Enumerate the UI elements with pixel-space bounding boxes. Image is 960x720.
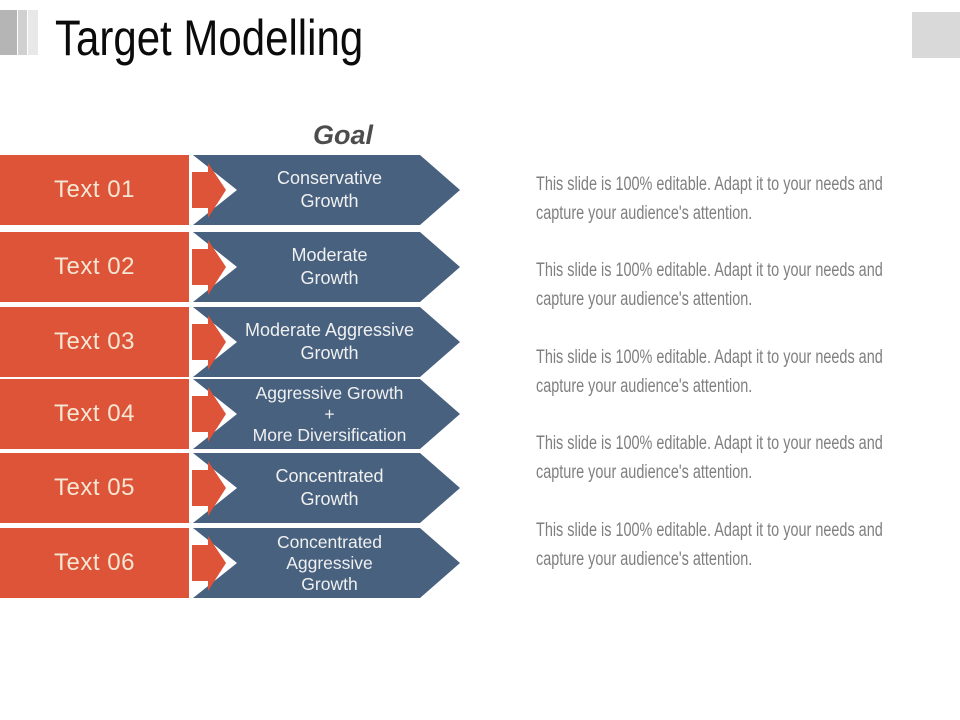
editable-note-5: This slide is 100% editable. Adapt it to…	[536, 517, 883, 574]
note-text-line: This slide is 100% editable. Adapt it to…	[536, 520, 883, 541]
process-row-4: Text 04 Aggressive Growth + More Diversi…	[0, 379, 465, 449]
editable-note-2: This slide is 100% editable. Adapt it to…	[536, 257, 883, 314]
note-text-line: This slide is 100% editable. Adapt it to…	[536, 260, 883, 281]
page-title: Target Modelling	[55, 10, 364, 66]
goal-text-line: Growth	[300, 268, 359, 288]
editable-note-4: This slide is 100% editable. Adapt it to…	[536, 430, 883, 487]
goal-arrow-shape: Conservative Growth	[193, 155, 460, 225]
process-row-1: Text 01 Conservative Growth	[0, 155, 465, 225]
goal-arrow-shape: Aggressive Growth + More Diversification	[193, 379, 460, 449]
goal-text-line: Concentrated	[275, 466, 384, 486]
goal-arrow-shape: Moderate Growth	[193, 232, 460, 302]
note-text-line: capture your audience's attention.	[536, 548, 753, 570]
goal-column-heading: Goal	[312, 120, 373, 150]
goal-text-line: More Diversification	[252, 424, 407, 445]
header-accent-bar-3	[28, 10, 38, 55]
goal-arrow-shape: Moderate Aggressive Growth	[193, 307, 460, 377]
row-label: Text 01	[0, 155, 189, 225]
process-row-2: Text 02 Moderate Growth	[0, 232, 465, 302]
row-label: Text 06	[0, 528, 189, 598]
note-text-line: This slide is 100% editable. Adapt it to…	[536, 174, 883, 195]
goal-text-line: Moderate	[291, 245, 368, 265]
note-text-line: capture your audience's attention.	[536, 375, 753, 397]
goal-arrow-shape: Concentrated Growth	[193, 453, 460, 523]
goal-text-line: Aggressive	[286, 552, 373, 573]
editable-note-1: This slide is 100% editable. Adapt it to…	[536, 171, 883, 228]
goal-text-line: Concentrated	[276, 531, 383, 552]
note-text-line: This slide is 100% editable. Adapt it to…	[536, 433, 883, 454]
header-accent-bar-2	[18, 10, 27, 55]
note-text-line: capture your audience's attention.	[536, 202, 753, 224]
goal-text-line: Moderate Aggressive	[244, 320, 415, 340]
goal-text-line: Growth	[300, 489, 359, 509]
process-row-3: Text 03 Moderate Aggressive Growth	[0, 307, 465, 377]
row-label: Text 05	[0, 453, 189, 523]
process-row-6: Text 06 Concentrated Aggressive Growth	[0, 528, 465, 598]
goal-text-line: Growth	[300, 191, 359, 211]
note-text-line: capture your audience's attention.	[536, 288, 753, 310]
note-text-line: capture your audience's attention.	[536, 461, 753, 483]
goal-arrow-shape: Concentrated Aggressive Growth	[193, 528, 460, 598]
process-row-5: Text 05 Concentrated Growth	[0, 453, 465, 523]
goal-text-line: Growth	[301, 573, 358, 594]
goal-text-line: Growth	[300, 343, 359, 363]
editable-note-3: This slide is 100% editable. Adapt it to…	[536, 344, 883, 401]
header-accent-bar-1	[0, 10, 17, 55]
row-label: Text 03	[0, 307, 189, 377]
row-label: Text 02	[0, 232, 189, 302]
note-text-line: This slide is 100% editable. Adapt it to…	[536, 347, 883, 368]
goal-text-line: Aggressive Growth	[255, 382, 404, 403]
header-corner-decoration	[912, 12, 960, 58]
row-label: Text 04	[0, 379, 189, 449]
goal-text-line: Conservative	[276, 168, 383, 188]
goal-text-line: +	[324, 403, 335, 424]
